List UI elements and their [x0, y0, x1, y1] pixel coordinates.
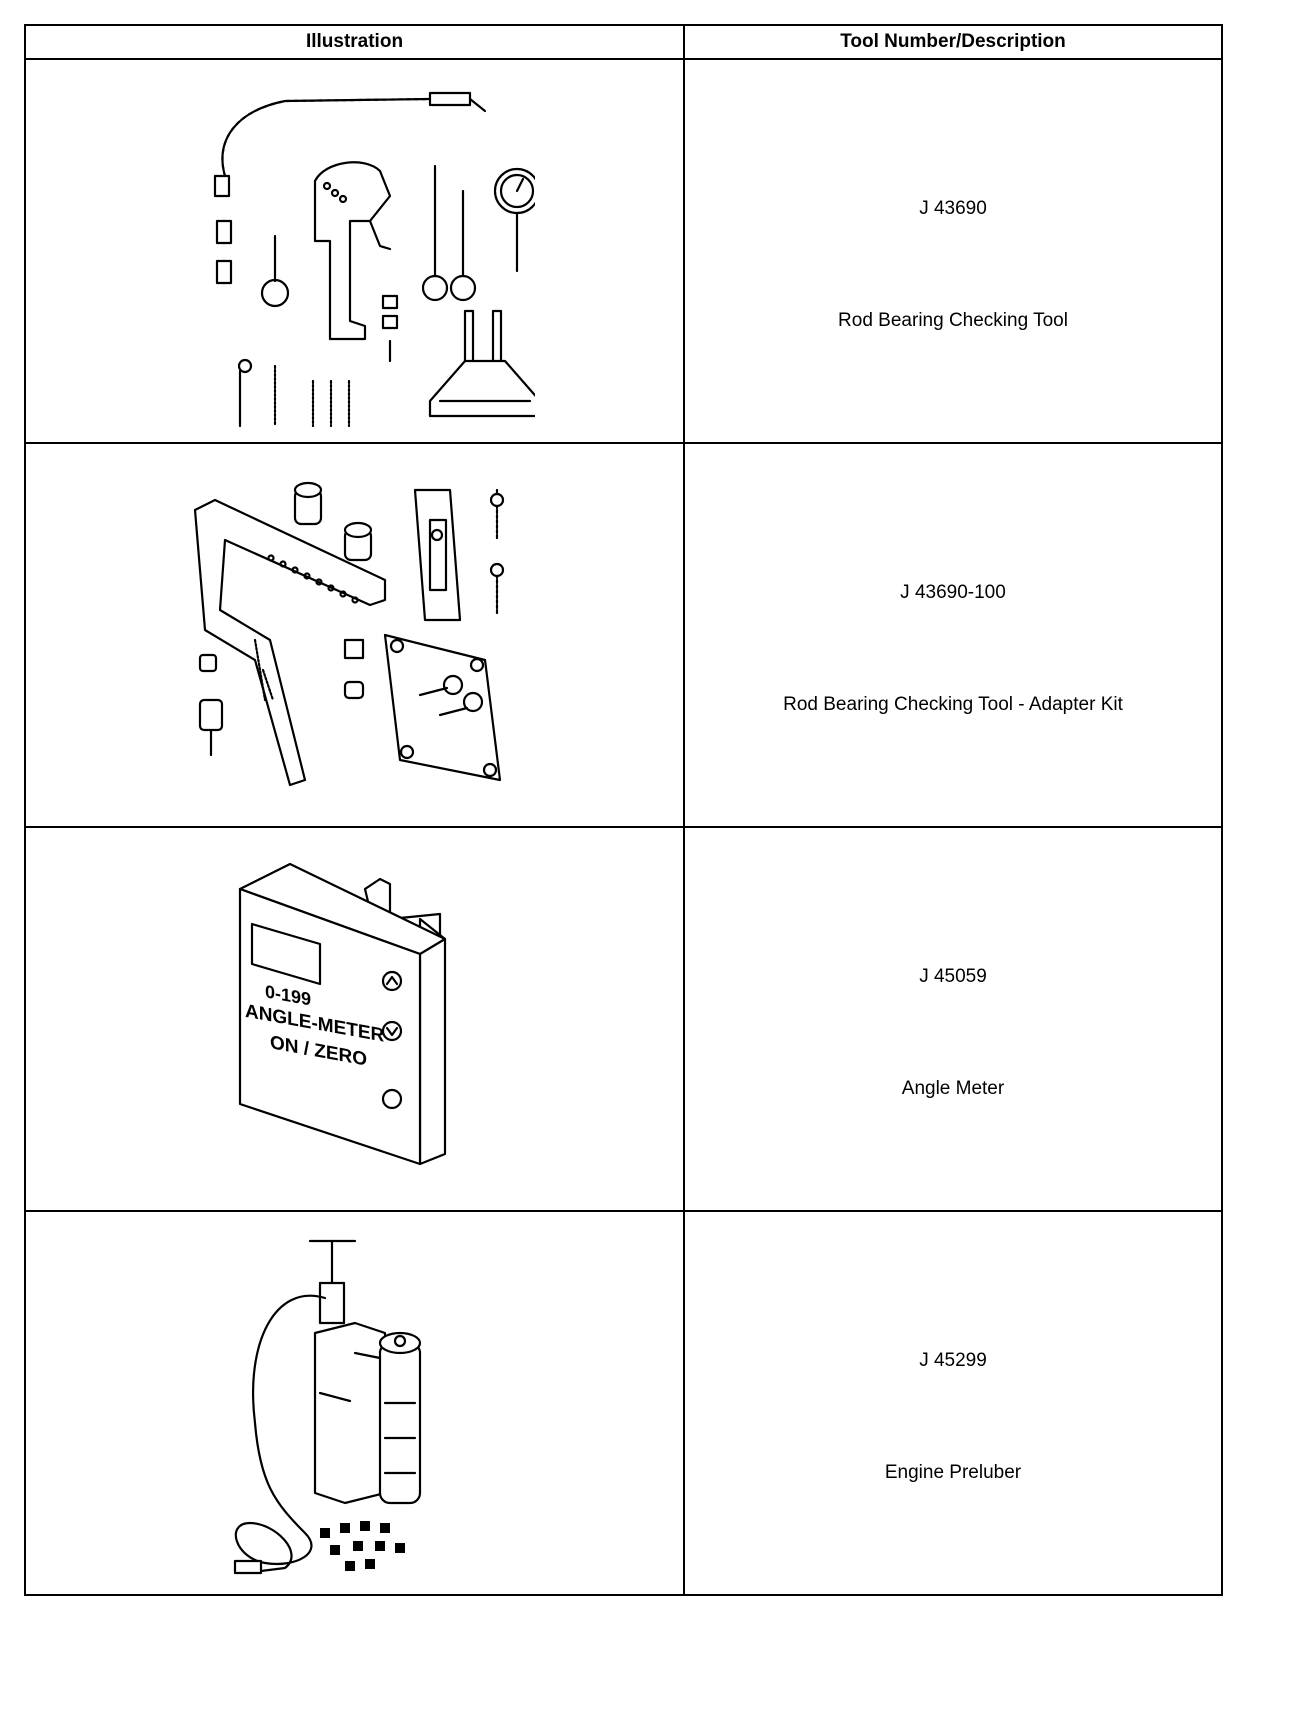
header-tool-number-description: Tool Number/Description: [683, 24, 1223, 60]
tool-number: J 45299: [919, 1350, 987, 1371]
angle-meter-icon: 0-199 ANGLE-METER ON / ZERO: [238, 862, 446, 1166]
tool-description: Rod Bearing Checking Tool - Adapter Kit: [783, 694, 1123, 715]
table-row: 0-199 ANGLE-METER ON / ZERO J 45059 Angl…: [24, 826, 1223, 1212]
illustration-cell: [24, 1210, 685, 1596]
rod-bearing-checking-tool-icon: [213, 91, 535, 428]
header-illustration: Illustration: [24, 24, 685, 60]
engine-preluber-icon: [233, 1239, 421, 1575]
table-row: J 43690-100 Rod Bearing Checking Tool - …: [24, 442, 1223, 828]
illustration-cell: [24, 442, 685, 828]
tool-description: Rod Bearing Checking Tool: [838, 310, 1068, 331]
tool-info-cell: J 43690-100 Rod Bearing Checking Tool - …: [683, 442, 1223, 828]
tool-info-cell: J 45299 Engine Preluber: [683, 1210, 1223, 1596]
tool-number: J 43690: [919, 198, 987, 219]
table-row: J 45299 Engine Preluber: [24, 1210, 1223, 1596]
illustration-cell: 0-199 ANGLE-METER ON / ZERO: [24, 826, 685, 1212]
tool-description: Engine Preluber: [884, 1462, 1022, 1483]
table-header-row: Illustration Tool Number/Description: [24, 24, 1223, 60]
special-tools-table: Illustration Tool Number/Description: [24, 24, 1223, 1596]
illustration-cell: [24, 58, 685, 444]
tool-info-cell: J 43690 Rod Bearing Checking Tool: [683, 58, 1223, 444]
tool-description: Angle Meter: [901, 1078, 1005, 1099]
tool-number: J 45059: [919, 966, 987, 987]
tool-info-cell: J 45059 Angle Meter: [683, 826, 1223, 1212]
table-row: J 43690 Rod Bearing Checking Tool: [24, 58, 1223, 444]
adapter-kit-icon: [193, 481, 504, 787]
tool-number: J 43690-100: [900, 582, 1006, 603]
